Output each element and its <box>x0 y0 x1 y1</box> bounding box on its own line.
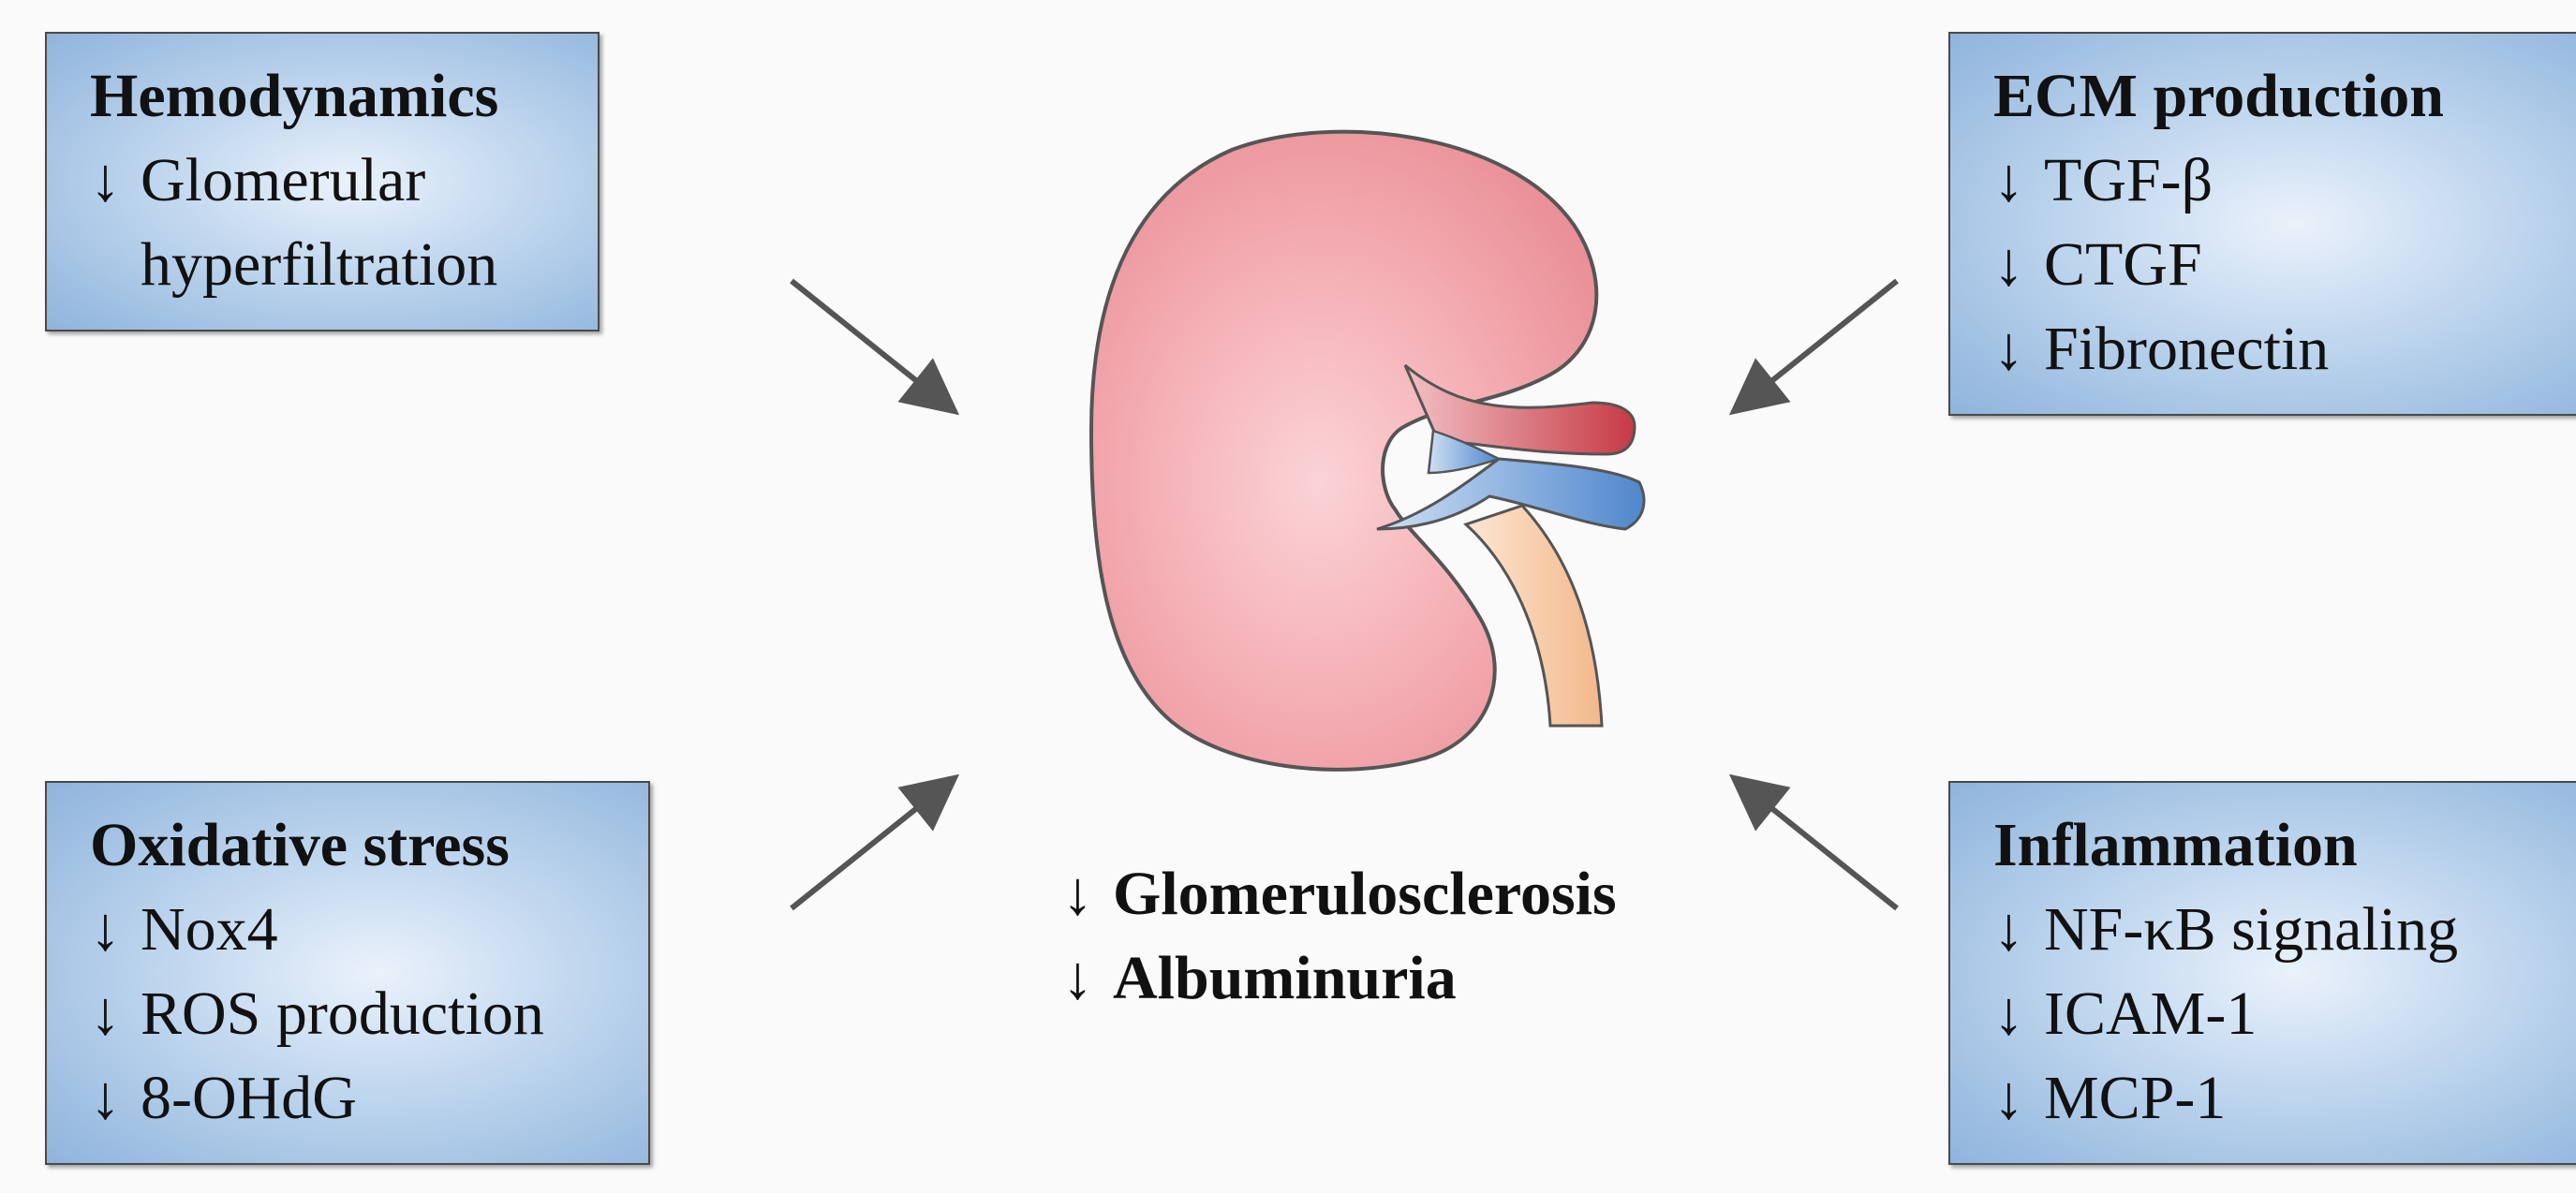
ecm-item: ↓ Fibronectin <box>1993 307 2554 391</box>
ecm-title: ECM production <box>1993 62 2445 130</box>
hemodynamics-line: ↓ Glomerular <box>90 139 575 223</box>
down-arrow-icon: ↓ <box>1993 1064 2024 1132</box>
inflammation-item-text: NF-κB signaling <box>2044 895 2459 964</box>
outcome-text: Glomerulosclerosis <box>1113 860 1617 928</box>
inflammation-title: Inflammation <box>1993 811 2358 879</box>
oxidative-item: ↓ Nox4 <box>90 888 626 972</box>
outcome-item: ↓ Glomerulosclerosis <box>1062 852 1617 936</box>
arrow-oxidative <box>790 773 960 911</box>
outcomes: ↓ Glomerulosclerosis ↓ Albuminuria <box>1062 852 1617 1021</box>
ecm-item-text: TGF-β <box>2044 146 2213 214</box>
inflammation-item: ↓ NF-κB signaling <box>1993 888 2554 972</box>
hemodynamics-text-2: hyperfiltration <box>141 230 498 299</box>
ureter <box>1463 504 1604 728</box>
inflammation-item-text: ICAM-1 <box>2044 979 2258 1048</box>
ecm-production-box: ECM production ↓ TGF-β ↓ CTGF ↓ Fibronectin <box>1948 32 2576 416</box>
down-arrow-icon: ↓ <box>1993 146 2024 214</box>
ecm-item: ↓ CTGF <box>1993 223 2554 307</box>
down-arrow-icon: ↓ <box>1993 979 2024 1048</box>
inflammation-item-text: MCP-1 <box>2044 1064 2227 1132</box>
hemodynamics-box: Hemodynamics ↓ Glomerular hyperfiltration <box>45 32 600 331</box>
inflammation-item: ↓ MCP-1 <box>1993 1056 2554 1141</box>
outcome-text: Albuminuria <box>1113 944 1457 1012</box>
renal-vein <box>1376 457 1646 531</box>
down-arrow-icon: ↓ <box>1062 944 1093 1012</box>
down-arrow-icon: ↓ <box>90 146 121 214</box>
hemodynamics-title: Hemodynamics <box>90 62 499 130</box>
arrow-inflammation <box>1728 773 1899 911</box>
oxidative-stress-box: Oxidative stress ↓ Nox4 ↓ ROS production ↓… <box>45 781 650 1165</box>
arrow-hemodynamics <box>790 278 960 416</box>
oxidative-item: ↓ 8-OHdG <box>90 1056 626 1141</box>
inflammation-box: Inflammation ↓ NF-κB signaling ↓ ICAM-1 ↓ M… <box>1948 781 2576 1165</box>
down-arrow-icon: ↓ <box>90 1064 121 1132</box>
ecm-item-text: CTGF <box>2044 230 2202 299</box>
arrow-ecm <box>1728 278 1899 416</box>
down-arrow-icon: ↓ <box>1993 315 2024 383</box>
down-arrow-icon: ↓ <box>90 979 121 1048</box>
vein-branch <box>1427 429 1503 475</box>
down-arrow-icon: ↓ <box>1993 895 2024 964</box>
down-arrow-icon: ↓ <box>1062 860 1093 928</box>
oxidative-title: Oxidative stress <box>90 811 510 879</box>
outcome-item: ↓ Albuminuria <box>1062 936 1617 1021</box>
down-arrow-icon: ↓ <box>90 895 121 964</box>
renal-artery <box>1403 363 1636 456</box>
hemodynamics-text-1: Glomerular <box>141 146 426 214</box>
kidney <box>1088 129 1599 772</box>
oxidative-item-text: 8-OHdG <box>141 1064 357 1132</box>
inflammation-item: ↓ ICAM-1 <box>1993 972 2554 1056</box>
ecm-item-text: Fibronectin <box>2044 315 2330 383</box>
down-arrow-icon: ↓ <box>1993 230 2024 299</box>
ecm-item: ↓ TGF-β <box>1993 139 2554 223</box>
oxidative-item-text: ROS production <box>141 979 544 1048</box>
oxidative-item-text: Nox4 <box>141 895 278 964</box>
oxidative-item: ↓ ROS production <box>90 972 626 1056</box>
